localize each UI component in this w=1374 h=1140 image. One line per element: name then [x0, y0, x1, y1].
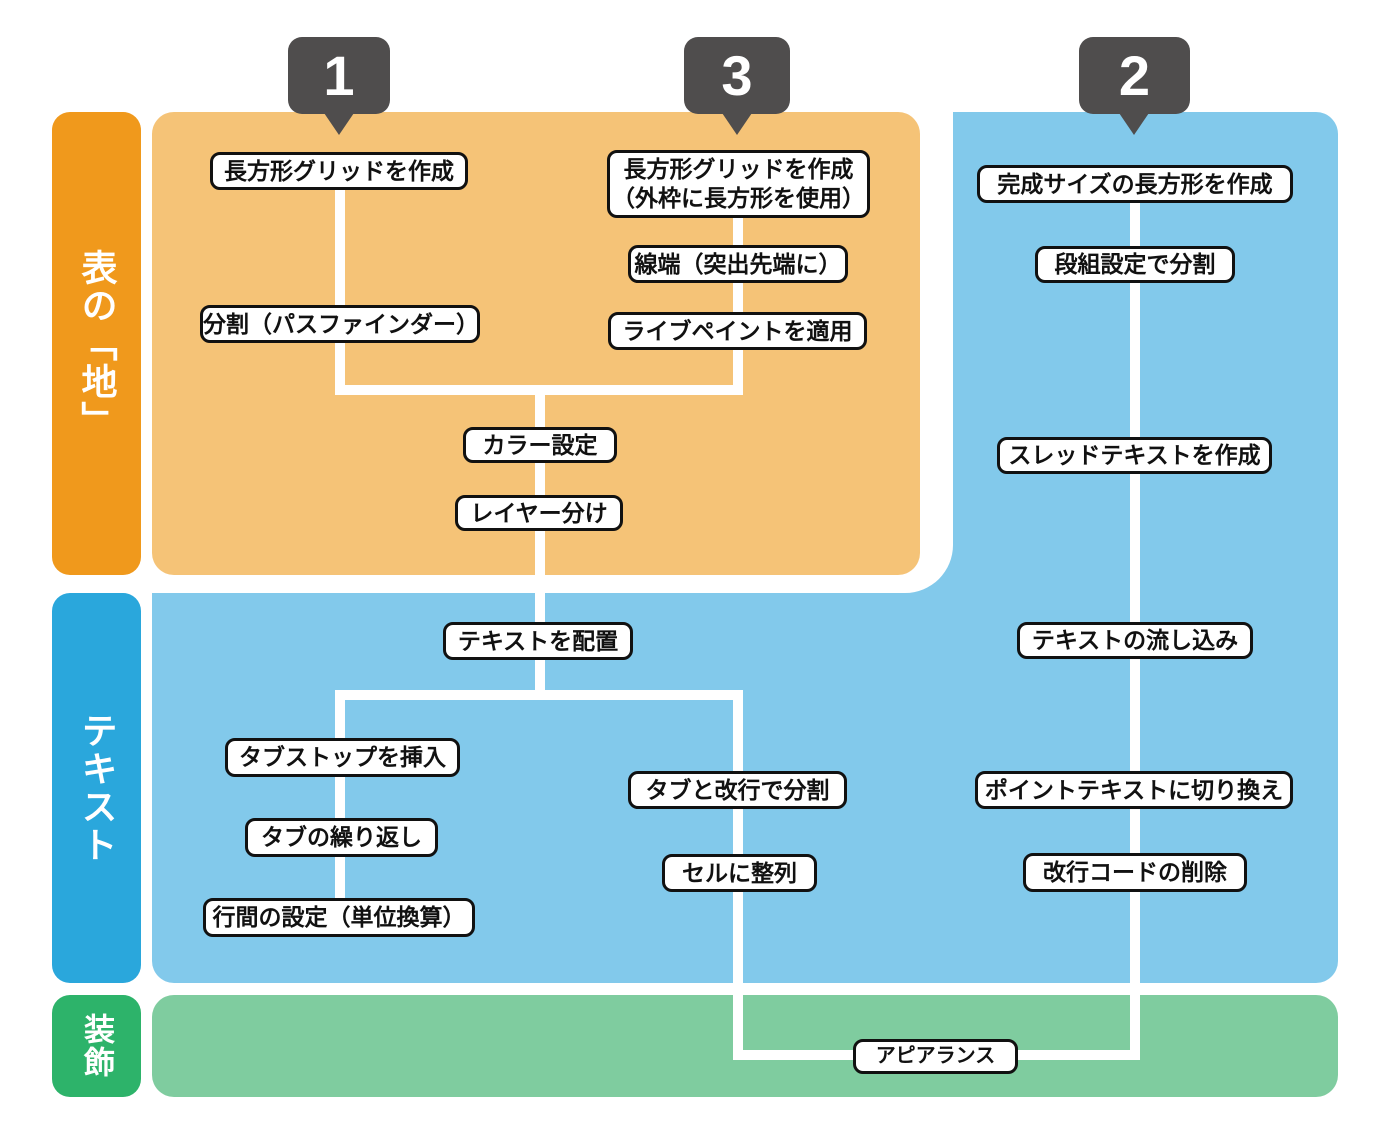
badge-tail-icon [322, 110, 356, 135]
badge-number: 2 [1118, 43, 1151, 107]
step-box-split-by-tab-newline: タブと改行で分割 [628, 771, 847, 809]
row-label-text: テキスト [52, 593, 141, 983]
badge-tail-icon [720, 110, 754, 135]
step-box-create-rect-grid-outer: 長方形グリッドを作成 （外枠に長方形を使用） [607, 150, 870, 218]
connector-line [335, 690, 345, 920]
step-box-live-paint: ライブペイントを適用 [608, 312, 867, 350]
row-label-text: テキスト [76, 712, 118, 864]
step-box-flow-text: テキストの流し込み [1017, 622, 1253, 659]
step-box-remove-line-breaks: 改行コードの削除 [1023, 853, 1247, 892]
step-box-divide-pathfinder: 分割（パスファインダー） [200, 305, 480, 343]
row-label-text: 表の「地」 [76, 248, 118, 439]
step-box-switch-point-text: ポイントテキストに切り換え [975, 771, 1293, 809]
badge-method-3: 3 [684, 37, 790, 114]
step-box-create-rect-grid: 長方形グリッドを作成 [210, 152, 468, 190]
step-box-create-threaded-text: スレッドテキストを作成 [997, 437, 1272, 474]
badge-method-1: 1 [288, 37, 390, 114]
step-box-create-final-size-rect: 完成サイズの長方形を作成 [977, 165, 1293, 203]
connector-line [535, 390, 545, 700]
badge-number: 1 [323, 43, 355, 107]
step-box-line-spacing: 行間の設定（単位換算） [203, 898, 475, 937]
step-box-align-to-cell: セルに整列 [662, 854, 817, 892]
step-box-appearance: アピアランス [853, 1039, 1018, 1074]
row-label-text: 装飾 [79, 1013, 114, 1079]
step-box-repeat-tab: タブの繰り返し [245, 818, 438, 857]
step-box-line-cap: 線端（突出先端に） [628, 245, 848, 283]
connector-line [733, 210, 743, 395]
step-box-place-text: テキストを配置 [443, 622, 633, 660]
connector-line [335, 690, 743, 700]
step-box-color-setting: カラー設定 [463, 427, 617, 463]
row-label-decoration: 装飾 [52, 995, 141, 1097]
step-box-column-split: 段組設定で分割 [1035, 246, 1235, 283]
connector-line [335, 180, 345, 395]
decoration-section-panel [152, 995, 1338, 1097]
row-label-table-ground: 表の「地」 [52, 112, 141, 575]
badge-tail-icon [1117, 110, 1151, 135]
step-box-layer-split: レイヤー分け [455, 495, 623, 531]
badge-method-2: 2 [1079, 37, 1190, 114]
step-box-insert-tab-stop: タブストップを挿入 [225, 738, 460, 777]
badge-number: 3 [721, 43, 753, 107]
